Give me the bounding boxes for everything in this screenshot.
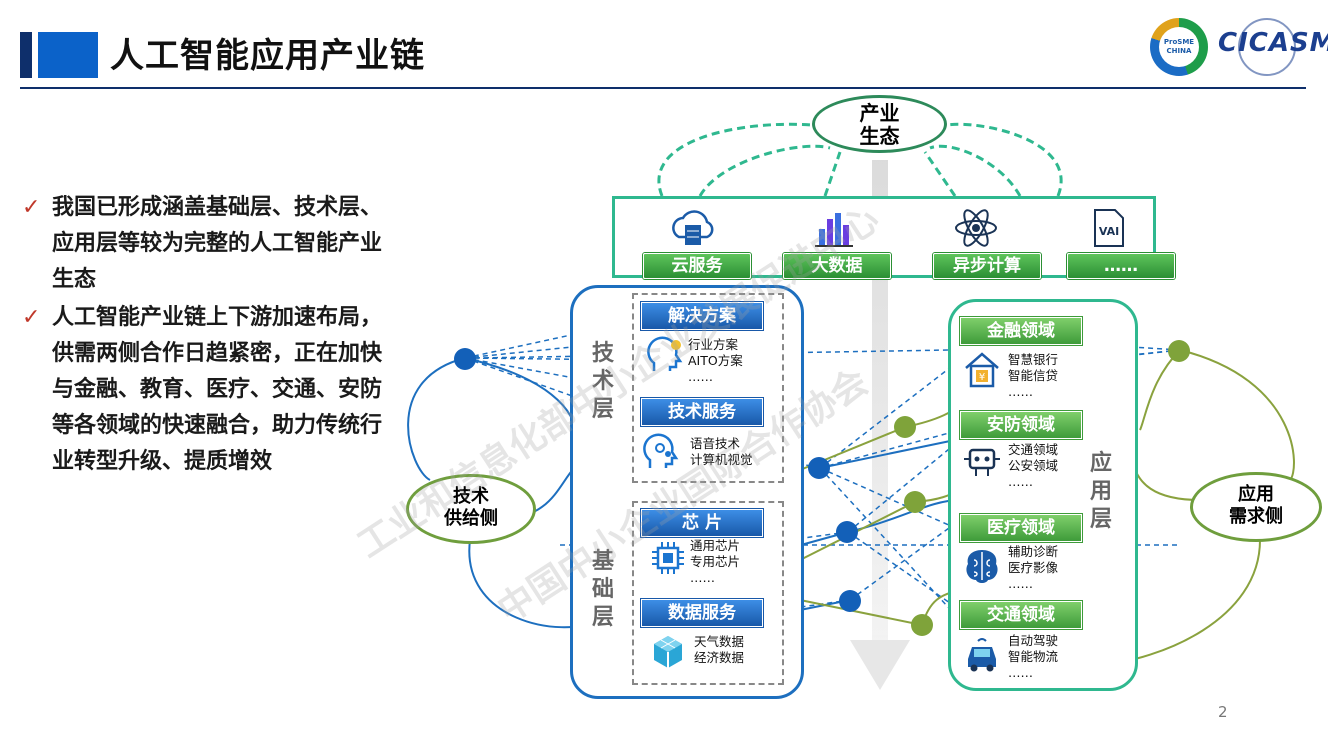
tech-layer-label: 技术层 <box>591 341 614 422</box>
atom-icon <box>955 209 997 247</box>
section-text: 天气数据经济数据 <box>694 634 745 665</box>
chip-icon <box>652 542 684 574</box>
check-icon: ✓ <box>22 305 41 330</box>
check-icon: ✓ <box>22 195 41 220</box>
data-cube-icon <box>654 636 682 668</box>
bullet-item: ✓我国已形成涵盖基础层、技术层、应用层等较为完整的人工智能产业生态 <box>22 190 392 298</box>
connector-node <box>904 491 926 513</box>
header-accent-block <box>38 32 98 78</box>
bar-chart-icon <box>815 213 853 247</box>
brain-icon <box>966 550 998 583</box>
app-section-title: 交通领域 <box>960 601 1082 629</box>
section-text: 通用芯片专用芯片…… <box>690 538 741 585</box>
infra-item-cloud: 云服务 <box>643 253 751 279</box>
demand-side-node: 应用 需求侧 <box>1190 472 1322 542</box>
connector-node <box>839 590 861 612</box>
tech-layer-group <box>632 293 784 483</box>
bank-icon: ¥ <box>965 352 999 388</box>
bullet-item: ✓人工智能产业链上下游加速布局，供需两侧合作日趋紧密，正在加快与金融、教育、医疗… <box>22 300 392 480</box>
infrastructure-box: VAI 云服务 大数据 异步计算 …… <box>612 196 1175 279</box>
app-section-title: 金融领域 <box>960 317 1082 345</box>
supply-side-node: 技术 供给侧 <box>406 474 536 544</box>
app-section-title: 医疗领域 <box>960 514 1082 542</box>
connector-node <box>911 614 933 636</box>
app-section-title: 安防领域 <box>960 411 1082 439</box>
page-number: 2 <box>1218 703 1228 721</box>
svg-text:¥: ¥ <box>979 372 985 383</box>
tech-section-title: 解决方案 <box>641 302 763 330</box>
tech-base-box <box>570 285 804 699</box>
infra-item-more: …… <box>1067 253 1175 279</box>
section-text: 智慧银行智能信贷…… <box>1008 352 1059 399</box>
connector-node <box>894 416 916 438</box>
connector-node <box>808 457 830 479</box>
page-title: 人工智能应用产业链 <box>110 36 425 76</box>
header-accent-bar <box>20 32 32 78</box>
cicasme-logo: CICASME <box>1218 18 1328 76</box>
section-text: 辅助诊断医疗影像…… <box>1008 544 1059 591</box>
cloud-server-icon <box>672 210 714 245</box>
base-section-title: 芯 片 <box>641 509 763 537</box>
flow-arrow <box>850 160 910 690</box>
security-robot-icon <box>964 448 1000 476</box>
ai-document-icon: VAI <box>1094 209 1124 247</box>
section-text: 语音技术计算机视觉 <box>690 436 753 467</box>
connector-node <box>454 348 476 370</box>
ecosystem-node: 产业生态 <box>812 95 947 153</box>
svg-text:VAI: VAI <box>1099 225 1119 238</box>
ai-head-icon <box>647 336 683 371</box>
section-text: 交通领域公安领域…… <box>1008 442 1059 489</box>
ai-brain-icon <box>643 433 679 468</box>
connector-node <box>1168 340 1190 362</box>
infra-item-bigdata: 大数据 <box>783 253 891 279</box>
app-layer-label: 应用层 <box>1089 451 1112 532</box>
bullet-list: ✓我国已形成涵盖基础层、技术层、应用层等较为完整的人工智能产业生态 ✓人工智能产… <box>22 190 392 482</box>
base-layer-label: 基础层 <box>591 549 614 630</box>
base-section-title: 数据服务 <box>641 599 763 627</box>
autonomous-car-icon <box>968 638 996 672</box>
header-divider <box>20 87 1306 89</box>
infra-item-async: 异步计算 <box>933 253 1041 279</box>
connector-node <box>836 521 858 543</box>
base-layer-group <box>632 501 784 685</box>
tech-section-title: 技术服务 <box>641 398 763 426</box>
section-text: 自动驾驶智能物流…… <box>1008 633 1059 680</box>
